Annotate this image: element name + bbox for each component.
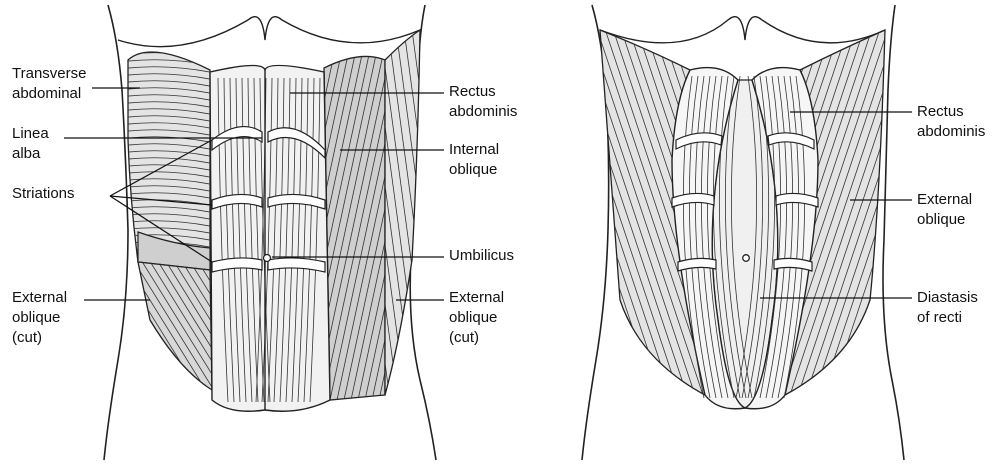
right-ribcage-outline <box>600 17 885 43</box>
label-rectus-abdominis-left: Rectus abdominis <box>449 82 517 122</box>
umbilicus-mark-right <box>743 255 750 262</box>
left-ribcage-outline <box>118 17 420 47</box>
label-rectus-abdominis-right: Rectus abdominis <box>917 102 985 142</box>
umbilicus-mark-left <box>264 255 271 262</box>
label-striations: Striations <box>12 184 75 204</box>
label-transverse-abdominal: Transverse abdominal <box>12 64 86 104</box>
label-internal-oblique: Internal oblique <box>449 140 499 180</box>
label-linea-alba: Linea alba <box>12 124 49 164</box>
label-umbilicus: Umbilicus <box>449 246 514 266</box>
external-oblique-left-muscle <box>138 262 212 390</box>
label-external-oblique-cut-left: External oblique (cut) <box>12 288 67 348</box>
label-external-oblique-cut-right: External oblique (cut) <box>449 288 504 348</box>
right-body-outline-right <box>883 5 904 460</box>
label-diastasis-of-recti: Diastasis of recti <box>917 288 978 328</box>
label-external-oblique: External oblique <box>917 190 972 230</box>
left-torso <box>10 5 622 460</box>
left-body-outline-left <box>104 5 128 460</box>
